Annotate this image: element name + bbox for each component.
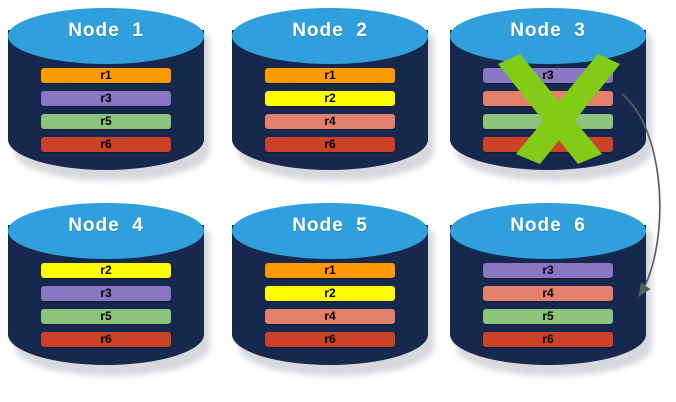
- record-bar[interactable]: r6: [41, 332, 171, 347]
- node-cylinder-6[interactable]: Node 6 r3 r4 r5 r6: [450, 203, 652, 378]
- record-bar[interactable]: r2: [265, 91, 395, 106]
- node-cylinder-4[interactable]: Node 4 r2 r3 r5 r6: [8, 203, 210, 378]
- cylinder-top-ellipse: [450, 203, 646, 259]
- record-bar[interactable]: r3: [483, 263, 613, 278]
- record-bar[interactable]: r1: [265, 263, 395, 278]
- node-label: Node 6: [510, 215, 586, 236]
- cylinder-top-ellipse: [232, 203, 428, 259]
- record-bar[interactable]: r4: [483, 91, 613, 106]
- record-list: r2 r3 r5 r6: [41, 263, 171, 347]
- cylinder-top-ellipse: [8, 8, 204, 64]
- cylinder-top-ellipse: [8, 203, 204, 259]
- node-cylinder-2[interactable]: Node 2 r1 r2 r4 r6: [232, 8, 434, 183]
- node-cylinder-5[interactable]: Node 5 r1 r2 r4 r6: [232, 203, 434, 378]
- record-bar[interactable]: r4: [265, 309, 395, 324]
- record-bar[interactable]: r5: [41, 114, 171, 129]
- record-bar[interactable]: r6: [483, 332, 613, 347]
- record-bar[interactable]: r2: [41, 263, 171, 278]
- record-bar[interactable]: r6: [265, 137, 395, 152]
- record-bar[interactable]: r3: [41, 286, 171, 301]
- record-list: r1 r2 r4 r6: [265, 68, 395, 152]
- record-bar[interactable]: r3: [41, 91, 171, 106]
- record-list: r3 r4 r5 r6: [483, 263, 613, 347]
- record-bar[interactable]: r1: [265, 68, 395, 83]
- node-cylinder-3[interactable]: Node 3 r3 r4 r5 r6: [450, 8, 652, 183]
- record-bar[interactable]: r4: [265, 114, 395, 129]
- node-cylinder-1[interactable]: Node 1 r1 r3 r5 r6: [8, 8, 210, 183]
- record-bar[interactable]: r1: [41, 68, 171, 83]
- record-bar[interactable]: r3: [483, 68, 613, 83]
- node-label: Node 5: [292, 215, 368, 236]
- record-bar[interactable]: r6: [265, 332, 395, 347]
- record-list: r1 r3 r5 r6: [41, 68, 171, 152]
- record-bar[interactable]: r5: [483, 309, 613, 324]
- record-bar[interactable]: r6: [483, 137, 613, 152]
- record-list: r3 r4 r5 r6: [483, 68, 613, 152]
- cylinder-top-ellipse: [232, 8, 428, 64]
- node-label: Node 4: [68, 215, 144, 236]
- record-bar[interactable]: r4: [483, 286, 613, 301]
- node-label: Node 1: [68, 20, 144, 41]
- record-list: r1 r2 r4 r6: [265, 263, 395, 347]
- record-bar[interactable]: r5: [483, 114, 613, 129]
- record-bar[interactable]: r2: [265, 286, 395, 301]
- node-label: Node 2: [292, 20, 368, 41]
- node-label: Node 3: [510, 20, 586, 41]
- record-bar[interactable]: r5: [41, 309, 171, 324]
- record-bar[interactable]: r6: [41, 137, 171, 152]
